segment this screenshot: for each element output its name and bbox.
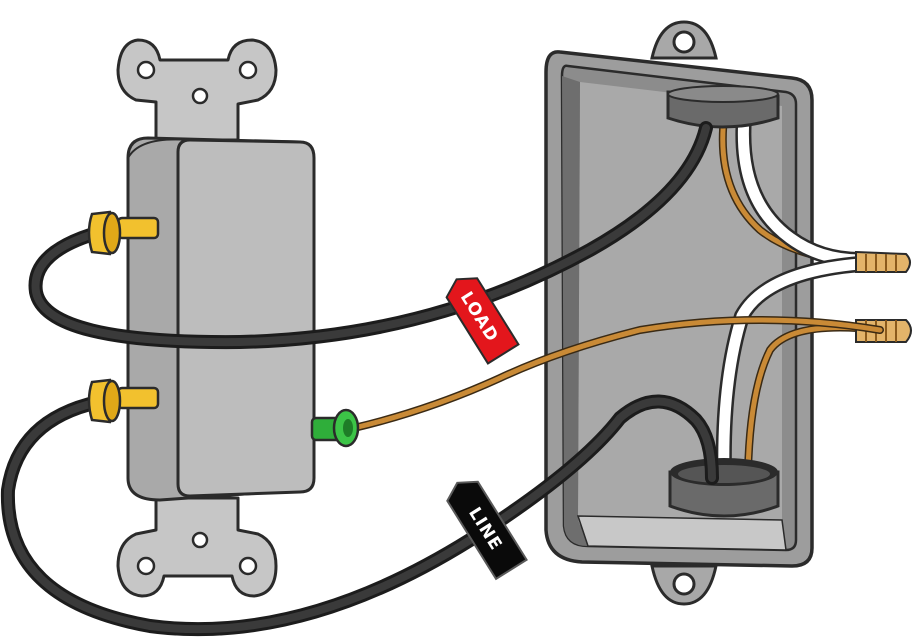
box-floor — [576, 515, 787, 551]
box-bottom-ear — [650, 564, 718, 606]
bottom-brass-terminal — [87, 378, 160, 424]
neutral-splice — [855, 250, 911, 273]
box-side-wall — [562, 76, 592, 546]
green-ground-terminal — [310, 408, 360, 448]
switch-body-front — [176, 138, 316, 498]
bottom-cable-clamp — [668, 458, 780, 518]
box-top-ear — [650, 20, 718, 60]
light-switch — [116, 38, 316, 598]
line-tag: LINE — [446, 480, 528, 581]
top-brass-terminal — [87, 210, 160, 256]
top-cable-clamp — [666, 85, 780, 129]
